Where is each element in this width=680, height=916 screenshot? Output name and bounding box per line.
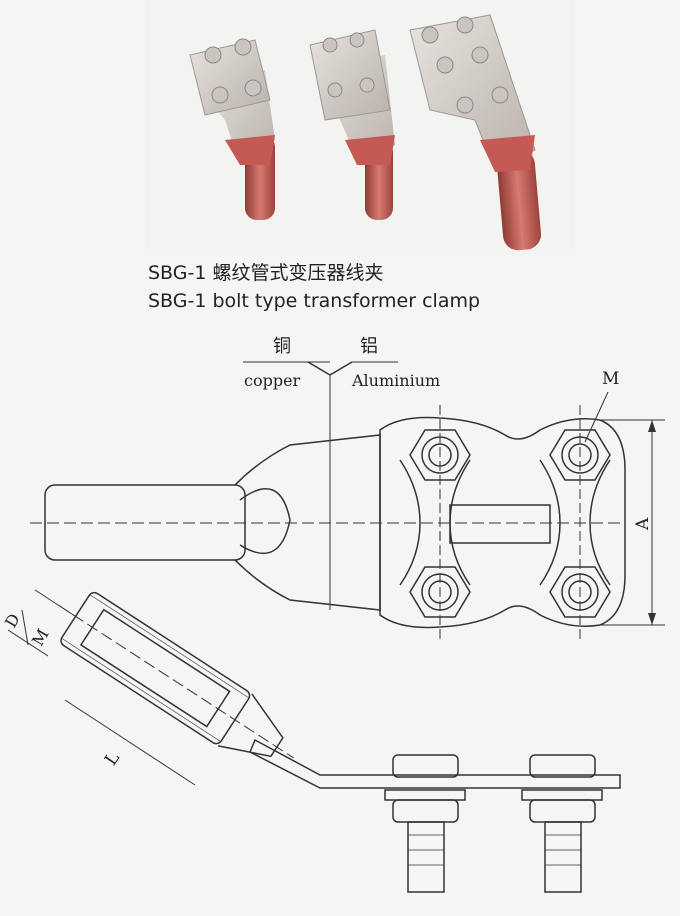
caption-english: SBG-1 bolt type transformer clamp: [148, 290, 481, 312]
dim-d-label: D: [1, 610, 24, 631]
top-view: M A: [30, 369, 665, 640]
clamp-small: [189, 38, 275, 220]
clamp-large: [409, 14, 542, 251]
dim-l-label: L: [101, 749, 124, 770]
bolt-side-right: [521, 754, 603, 893]
label-aluminium-en: Aluminium: [351, 371, 440, 390]
dim-m-top-label: M: [602, 369, 619, 389]
side-view: D M L: [1, 589, 621, 893]
label-aluminium-cn: 铝: [360, 336, 378, 357]
label-copper-cn: 铜: [273, 336, 291, 357]
technical-drawing: 铜 copper 铝 Aluminium: [0, 320, 680, 912]
product-photo: [145, 0, 575, 255]
bolt-side-left: [384, 754, 466, 893]
label-copper-en: copper: [244, 371, 301, 390]
clamp-photo-illustration: [189, 14, 542, 251]
dim-a-label: A: [633, 517, 653, 531]
material-labels: 铜 copper 铝 Aluminium: [243, 336, 440, 610]
clamp-medium: [309, 29, 395, 220]
caption-chinese: SBG-1 螺纹管式变压器线夹: [148, 262, 384, 284]
